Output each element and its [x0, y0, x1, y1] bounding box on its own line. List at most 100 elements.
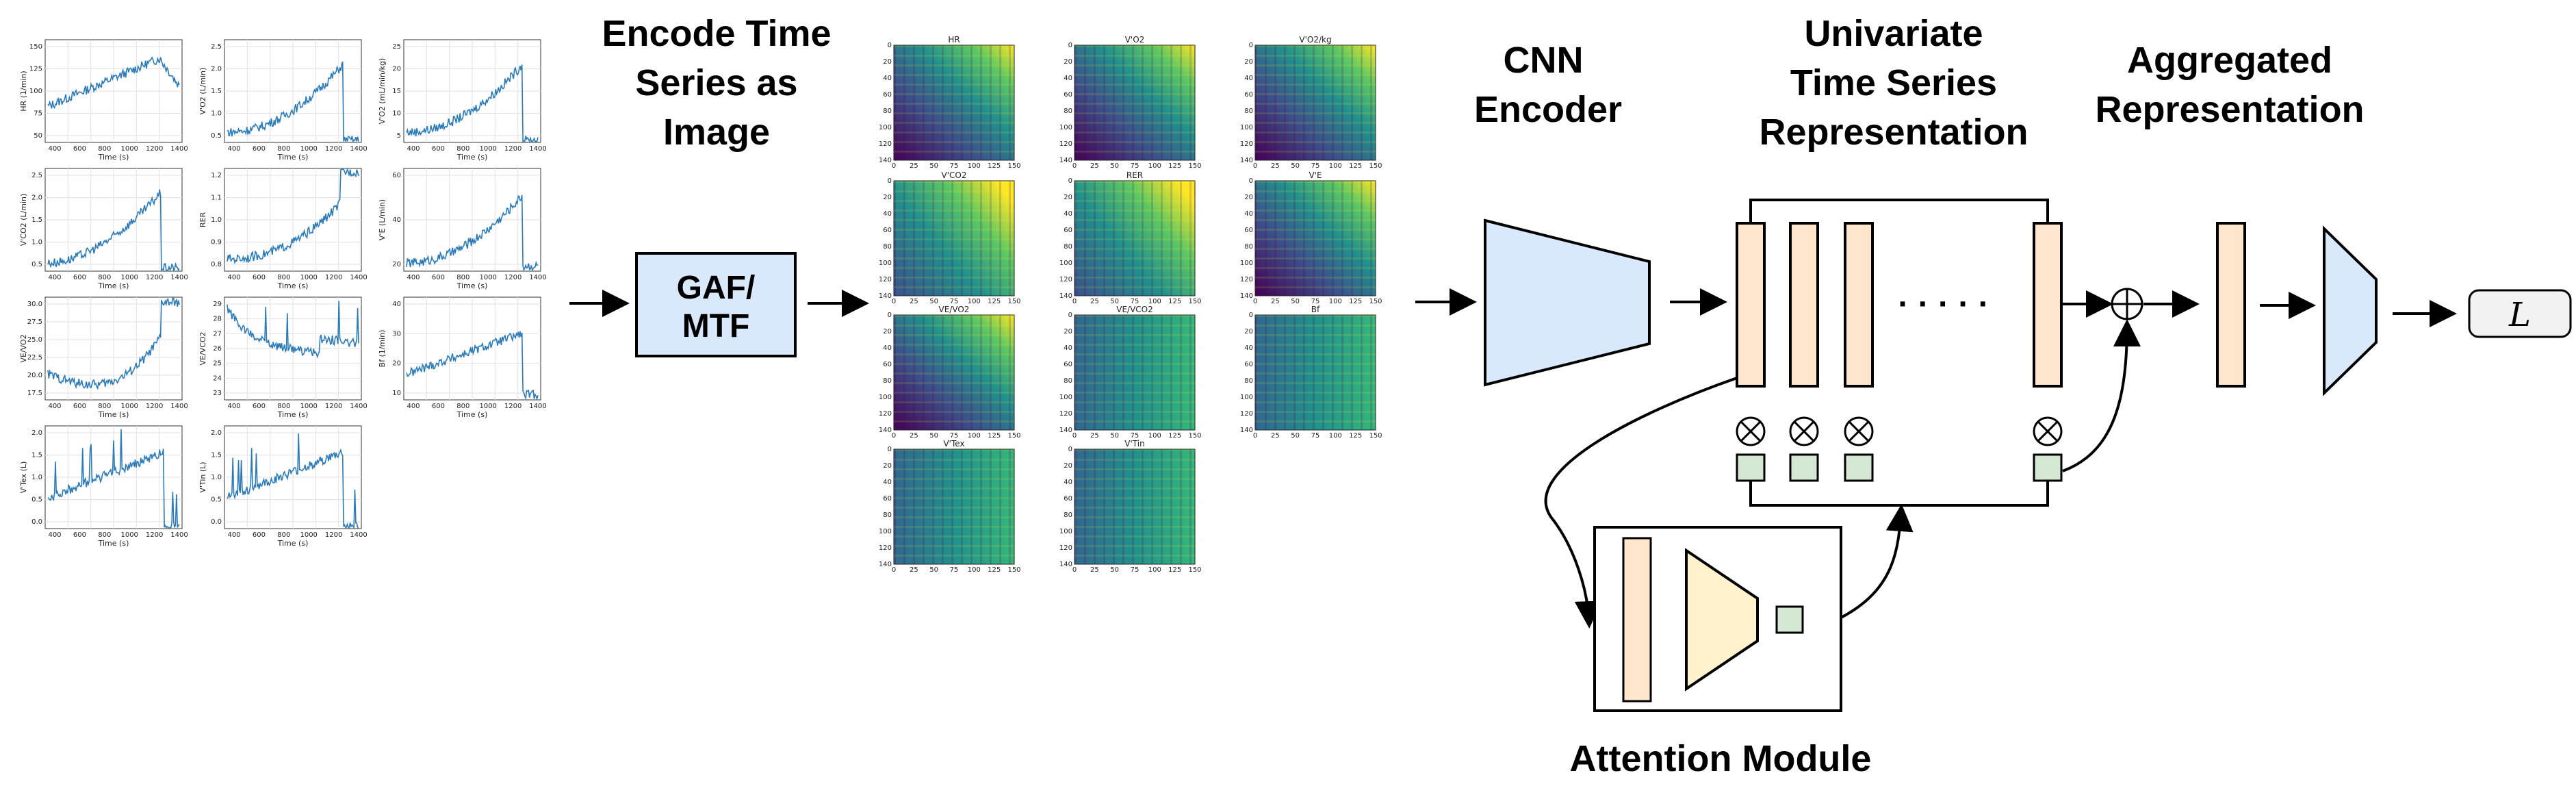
- series-line: [47, 189, 180, 272]
- arrow-to-attention: [1544, 377, 1738, 629]
- y-tick-label: 2.5: [31, 172, 42, 179]
- heatmap-y-tick: 140: [1059, 292, 1072, 300]
- sum-icon: [2111, 288, 2143, 320]
- x-tick-label: 800: [277, 531, 290, 539]
- attention-weight: [1789, 453, 1819, 482]
- x-axis-label: Time (s): [277, 281, 309, 290]
- heatmap-y-tick: 0: [888, 177, 892, 185]
- x-tick-label: 1000: [120, 145, 138, 153]
- heatmap-y-tick: 40: [1244, 344, 1253, 352]
- series-line: [47, 56, 180, 110]
- gaf-label-line2: MTF: [682, 308, 750, 344]
- heatmap-y-tick: 140: [1059, 427, 1072, 434]
- heatmap-x-tick: 150: [1369, 298, 1382, 305]
- heatmap-y-tick: 140: [879, 561, 892, 568]
- y-tick-label: 40: [392, 216, 401, 224]
- y-tick-label: 10: [392, 110, 401, 118]
- heatmap-x-tick: 100: [968, 298, 981, 305]
- heatmap-y-tick: 100: [1059, 124, 1072, 131]
- heatmap-x-tick: 125: [1168, 566, 1181, 574]
- y-tick-label: 0.5: [211, 496, 222, 504]
- heatmap-x-tick: 100: [1148, 162, 1161, 170]
- x-axis-label: Time (s): [98, 410, 129, 419]
- heatmap-y-tick: 140: [1059, 561, 1072, 568]
- y-axis-label: V'E (L/min): [378, 199, 387, 240]
- x-tick-label: 400: [227, 403, 240, 410]
- y-tick-label: 23: [213, 390, 222, 397]
- heading-cnn-line2: Encoder: [1474, 89, 1622, 130]
- encoded-image-texture: [894, 181, 1014, 296]
- encoded-image-texture: [1074, 181, 1195, 296]
- heatmap-y-tick: 140: [879, 157, 892, 164]
- y-tick-label: 17.5: [27, 390, 42, 397]
- heatmap-y-tick: 140: [879, 292, 892, 300]
- x-tick-label: 1000: [479, 403, 496, 410]
- heatmap-y-tick: 0: [888, 312, 892, 319]
- heatmap-x-tick: 150: [1188, 432, 1201, 440]
- heatmap-x-tick: 25: [910, 298, 918, 305]
- heatmap-x-tick: 0: [892, 298, 896, 305]
- x-tick-label: 1000: [300, 274, 317, 281]
- heatmap-y-tick: 60: [1064, 495, 1072, 503]
- y-tick-label: 20: [392, 66, 401, 73]
- y-tick-label: 2.0: [211, 66, 222, 73]
- heatmap-y-tick: 120: [1240, 140, 1253, 148]
- heatmap-y-tick: 100: [879, 528, 892, 535]
- heatmap-x-tick: 150: [1369, 162, 1382, 170]
- y-tick-label: 28: [213, 316, 222, 323]
- x-axis-label: Time (s): [98, 539, 129, 548]
- x-tick-label: 400: [227, 274, 240, 281]
- encoded-image-texture: [1074, 45, 1195, 160]
- heatmap-x-tick: 75: [950, 432, 959, 440]
- heatmap-x-tick: 0: [1072, 432, 1077, 440]
- representation-bar: [2033, 222, 2063, 388]
- heatmap-y-tick: 140: [1059, 157, 1072, 164]
- y-tick-label: 25: [392, 43, 401, 51]
- heatmap-x-tick: 50: [1110, 162, 1119, 170]
- heatmap-x-tick: 25: [1271, 432, 1280, 440]
- heatmap-x-tick: 0: [1253, 162, 1257, 170]
- heatmap-x-tick: 50: [1291, 162, 1300, 170]
- encoded-image-title: V'E: [1309, 170, 1322, 180]
- x-tick-label: 1000: [120, 403, 138, 410]
- heatmap-x-tick: 125: [1349, 162, 1362, 170]
- x-tick-label: 600: [432, 274, 445, 281]
- y-tick-label: 1.5: [31, 452, 42, 459]
- x-axis-label: Time (s): [277, 539, 309, 548]
- encoded-image-texture: [1255, 181, 1376, 296]
- heatmap-x-tick: 25: [1090, 298, 1099, 305]
- ellipsis: · · · · ·: [1898, 286, 1989, 322]
- heatmap-x-tick: 100: [1148, 432, 1161, 440]
- y-tick-label: 2.0: [31, 429, 42, 437]
- encoded-image-texture: [894, 45, 1014, 160]
- encoded-image-title: RER: [1126, 170, 1143, 180]
- x-tick-label: 1200: [504, 145, 521, 153]
- heatmap-x-tick: 25: [1271, 162, 1280, 170]
- heatmap-y-tick: 40: [1064, 479, 1072, 486]
- x-tick-label: 1400: [350, 403, 367, 410]
- x-tick-label: 1400: [170, 145, 188, 153]
- y-tick-label: 22.5: [27, 354, 42, 362]
- y-tick-label: 1.2: [211, 172, 222, 179]
- x-tick-label: 1400: [170, 531, 188, 539]
- y-axis-label: HR (1/min): [19, 71, 28, 111]
- heatmap-y-tick: 0: [888, 42, 892, 49]
- heatmap-y-tick: 40: [1064, 210, 1072, 218]
- representation-bar: [1789, 222, 1819, 388]
- heatmap-x-tick: 125: [988, 162, 1001, 170]
- encoded-image-texture: [1074, 449, 1195, 564]
- heatmap-y-tick: 0: [1249, 177, 1253, 185]
- heatmap-y-tick: 100: [1059, 394, 1072, 401]
- heatmap-x-tick: 25: [1090, 432, 1099, 440]
- heatmap-y-tick: 60: [883, 91, 892, 99]
- y-tick-label: 0.0: [31, 518, 42, 526]
- heading-encode-line2: Series as: [635, 62, 797, 103]
- y-tick-label: 27: [213, 330, 222, 338]
- y-tick-label: 100: [29, 88, 42, 95]
- y-axis-label: V'O2 (L/min): [198, 68, 207, 115]
